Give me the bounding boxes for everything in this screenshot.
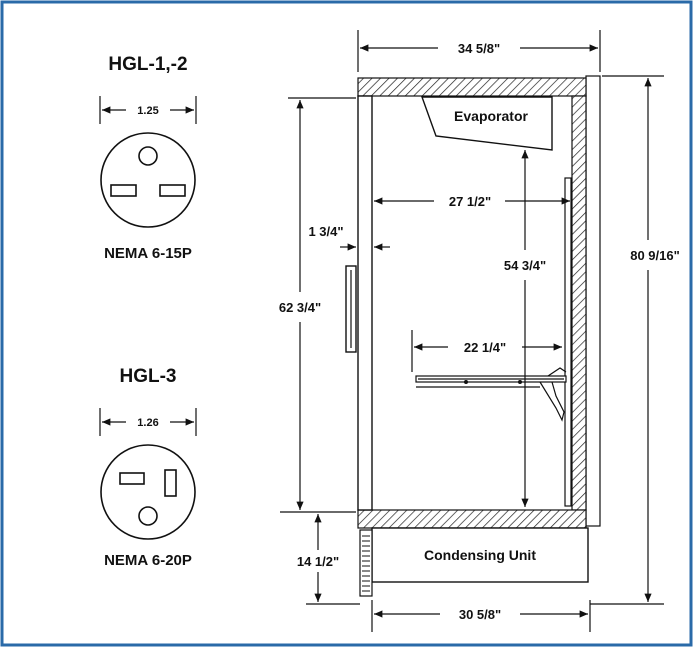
plug-1-blade-left — [110, 184, 137, 197]
plug-2-width: 1.26 — [137, 417, 158, 429]
dim-door-height: 62 3/4" — [279, 97, 356, 513]
top-wall — [357, 77, 587, 97]
dim-door-height-label: 62 3/4" — [279, 300, 321, 315]
plug-nema-6-20p: HGL-3 1.26 NEMA 6-20P — [99, 366, 197, 569]
dim-interior-height-label: 54 3/4" — [504, 258, 546, 273]
dim-base-width: 30 5/8" — [371, 600, 591, 632]
cabinet-diagram: Evaporator Condensing Unit — [345, 75, 601, 597]
dim-overall-width: 34 5/8" — [357, 30, 601, 72]
dim-interior-width: 27 1/2" — [374, 194, 570, 209]
shelf — [415, 367, 567, 422]
dim-overall-height: 80 9/16" — [590, 75, 680, 605]
plug-1-type: NEMA 6-15P — [104, 245, 192, 262]
right-wall — [571, 95, 587, 511]
plug-2-model: HGL-3 — [120, 366, 177, 387]
dim-base-height-label: 14 1/2" — [297, 554, 339, 569]
dim-interior-width-label: 27 1/2" — [449, 194, 491, 209]
condensing-unit — [371, 527, 589, 583]
plug-nema-6-15p: HGL-1,-2 1.25 NEMA 6-15P — [99, 54, 197, 262]
dim-interior-height: 54 3/4" — [504, 150, 546, 507]
plug-1-face — [100, 132, 196, 228]
dim-door-thickness: 1 3/4" — [308, 224, 390, 251]
evaporator-label: Evaporator — [454, 108, 528, 124]
dim-shelf-depth-label: 22 1/4" — [464, 340, 506, 355]
bottom-wall — [357, 509, 587, 529]
plug-2-blade-vertical — [164, 469, 177, 497]
dim-shelf-depth: 22 1/4" — [411, 330, 562, 372]
condensing-unit-label: Condensing Unit — [424, 547, 536, 563]
dim-base-width-label: 30 5/8" — [459, 607, 501, 622]
plug-1-ground-pin — [138, 146, 158, 166]
plug-1-width: 1.25 — [137, 105, 158, 117]
door — [357, 95, 373, 511]
plug-2-blade-horizontal — [119, 472, 145, 485]
plug-1-blade-right — [159, 184, 186, 197]
plug-2-type: NEMA 6-20P — [104, 552, 192, 569]
plug-2-ground-pin — [138, 506, 158, 526]
rear-rail — [564, 177, 572, 507]
evaporator-unit — [421, 96, 553, 151]
back-panel — [585, 75, 601, 527]
dim-overall-width-label: 34 5/8" — [458, 41, 500, 56]
dim-base-height: 14 1/2" — [297, 514, 360, 605]
dim-overall-height-label: 80 9/16" — [630, 248, 680, 263]
plug-1-model: HGL-1,-2 — [108, 54, 187, 75]
plug-2-face — [100, 444, 196, 540]
dim-door-thickness-label: 1 3/4" — [308, 224, 343, 239]
